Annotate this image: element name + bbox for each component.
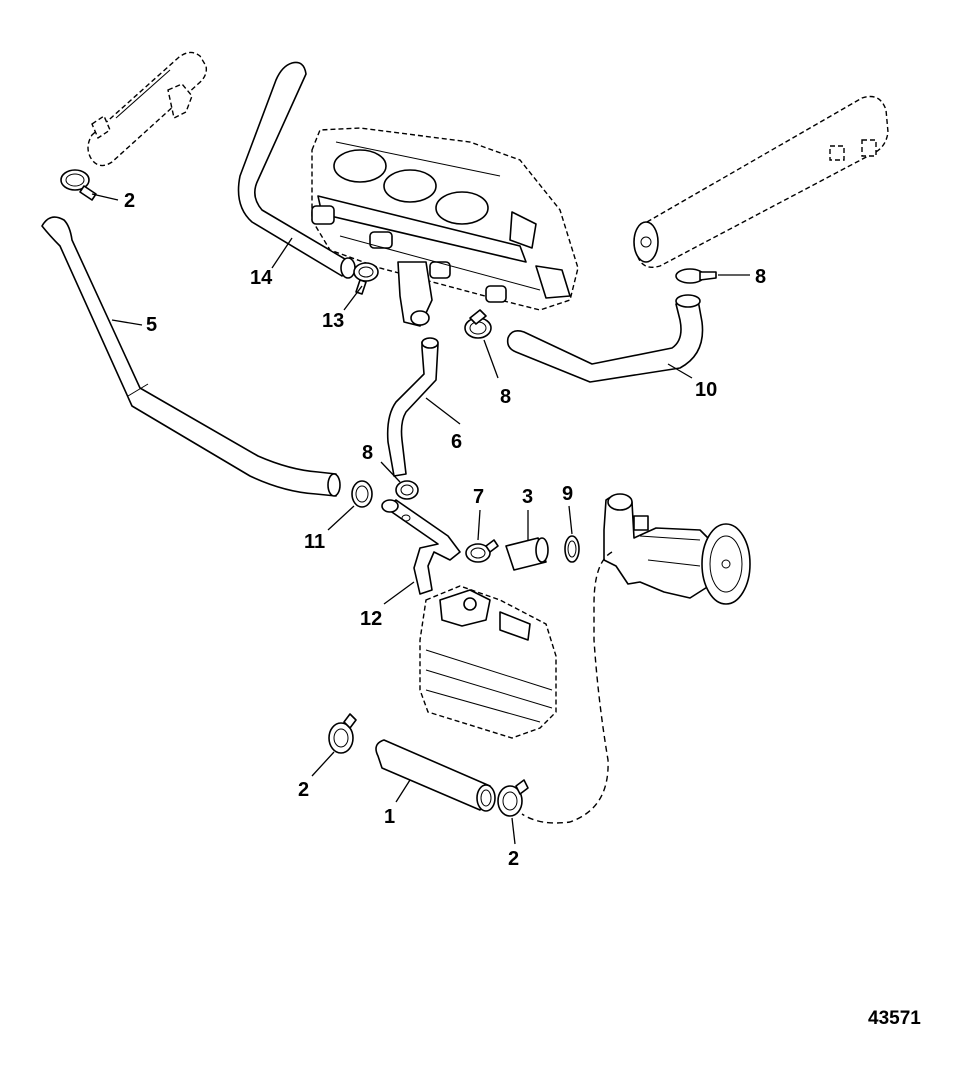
elbow-fitting-12 — [381, 499, 461, 595]
callout-8-right: 8 — [755, 266, 766, 288]
callout-9: 9 — [562, 483, 573, 505]
callout-2-top: 2 — [124, 190, 135, 212]
leader-2-lower-right — [511, 817, 516, 845]
leader-9 — [568, 505, 573, 535]
callout-8-middle: 8 — [500, 386, 511, 408]
callout-12: 12 — [360, 608, 382, 630]
leader-8-lower — [380, 461, 401, 483]
leader-2-top — [91, 193, 119, 201]
hose-6 — [386, 337, 439, 477]
hose-10 — [506, 294, 704, 383]
callout-8-lower: 8 — [362, 442, 373, 464]
leader-7 — [477, 509, 481, 541]
hose-clamp-2-lower-left — [328, 713, 357, 754]
reference-tube-upper-left — [87, 51, 208, 167]
leader-2-lower-left — [311, 751, 335, 777]
leader-14 — [271, 237, 293, 269]
hose-1 — [375, 739, 496, 812]
callout-13: 13 — [322, 310, 344, 332]
leader-5 — [111, 319, 143, 326]
hose-3 — [505, 537, 549, 571]
leader-1 — [395, 779, 411, 803]
leader-8-middle — [483, 339, 499, 379]
callout-10: 10 — [695, 379, 717, 401]
hose-clamp-9 — [564, 535, 580, 563]
leader-10 — [667, 363, 693, 379]
engine-block — [311, 127, 579, 327]
hose-clamp-2-lower-right — [497, 779, 529, 817]
hose-clamp-8-lower — [395, 480, 419, 500]
hose-clamp-13 — [353, 262, 379, 295]
callout-14: 14 — [250, 267, 273, 289]
reference-housing-lower — [419, 585, 557, 739]
hose-clamp-7 — [465, 539, 499, 563]
leader-6 — [425, 397, 461, 425]
callout-11: 11 — [304, 531, 325, 553]
leader-13 — [343, 285, 363, 311]
callout-2-lower-right: 2 — [508, 848, 519, 870]
reference-cooler-upper-right — [633, 95, 889, 268]
leader-11 — [327, 505, 355, 531]
dashed-connection-line — [521, 551, 613, 824]
callout-7: 7 — [473, 486, 484, 508]
pump-assembly — [603, 493, 751, 605]
figure-number: 43571 — [868, 1008, 921, 1029]
callout-3: 3 — [522, 486, 533, 508]
callout-6: 6 — [451, 431, 462, 453]
hose-clamp-2-top — [60, 169, 97, 201]
hose-clamp-8-right — [675, 268, 717, 284]
callout-5: 5 — [146, 314, 157, 336]
callout-2-lower-left: 2 — [298, 779, 309, 801]
leader-12 — [383, 581, 415, 605]
hose-clamp-11 — [351, 480, 373, 508]
hose-5 — [41, 216, 341, 497]
hose-clamp-8-middle — [464, 309, 492, 339]
callout-1: 1 — [384, 806, 395, 828]
